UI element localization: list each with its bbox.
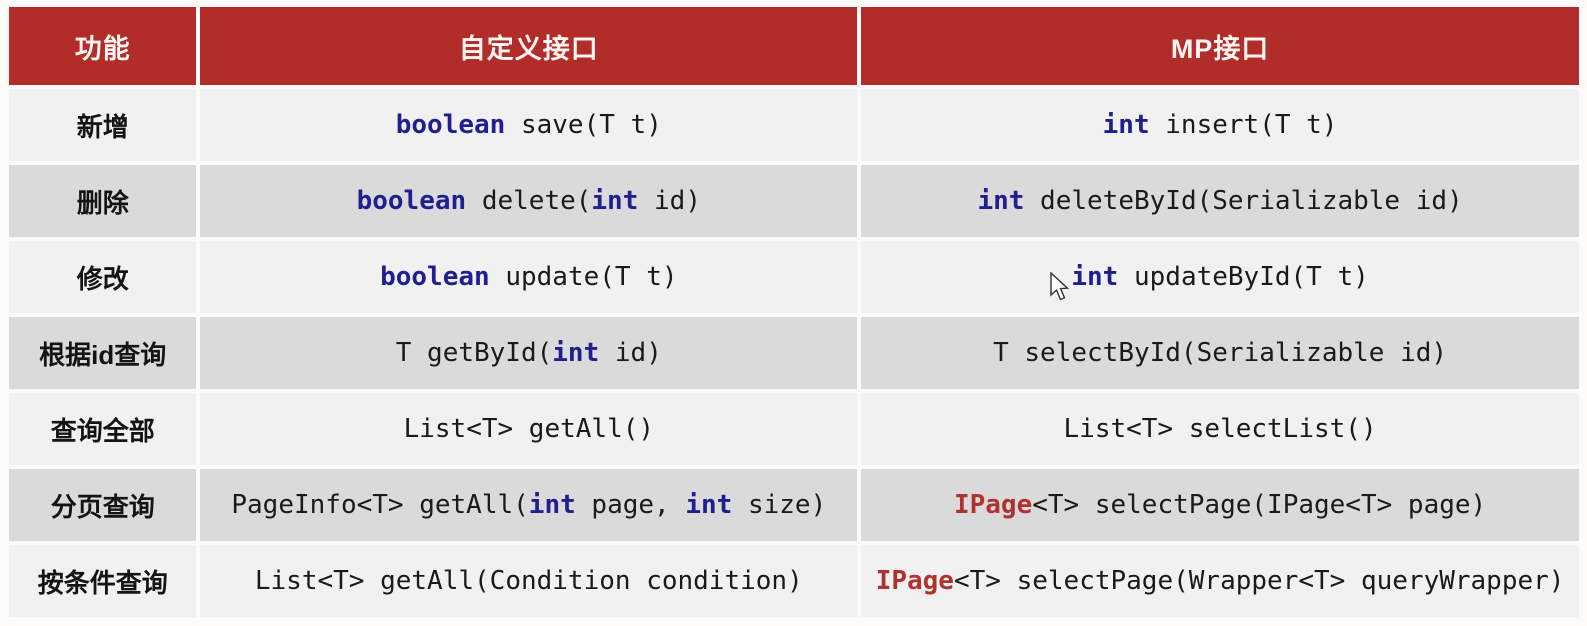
mp-api-cell: int deleteById(Serializable id) (861, 165, 1579, 237)
custom-api-cell: boolean delete(int id) (200, 165, 858, 237)
code-segment: int (552, 338, 600, 368)
custom-api-cell: List<T> getAll() (200, 393, 858, 465)
code-segment: IPage (953, 490, 1033, 520)
mp-api-cell: int insert(T t) (861, 89, 1579, 161)
code-segment: id) (638, 186, 701, 216)
table-row: 按条件查询 List<T> getAll(Condition condition)… (9, 545, 1579, 617)
mp-api-cell: IPage<T> selectPage(Wrapper<T> queryWrap… (861, 545, 1579, 617)
code-segment: List<T> selectList() (1063, 414, 1377, 444)
code-segment: delete( (466, 186, 592, 216)
custom-api-cell: T getById(int id) (200, 317, 858, 389)
code-segment: int (685, 490, 733, 520)
code-segment: id) (599, 338, 662, 368)
code-segment: deleteById(Serializable id) (1024, 186, 1463, 216)
feature-cell: 查询全部 (9, 393, 197, 465)
feature-cell: 根据id查询 (9, 317, 197, 389)
code-segment: boolean (395, 110, 506, 140)
code-segment: int (591, 186, 639, 216)
code-segment: T selectById(Serializable id) (993, 338, 1448, 368)
col-header-mp-api: MP接口 (861, 7, 1579, 85)
code-segment: IPage (875, 566, 954, 596)
header-row: 功能 自定义接口 MP接口 (9, 7, 1579, 85)
feature-cell: 按条件查询 (9, 545, 197, 617)
code-segment: int (528, 490, 576, 520)
feature-cell: 删除 (9, 165, 197, 237)
code-segment: <T> selectPage(IPage<T> page) (1032, 490, 1487, 520)
code-segment: size) (732, 490, 827, 520)
feature-cell: 分页查询 (9, 469, 197, 541)
code-segment: int (1071, 262, 1119, 292)
col-header-feature: 功能 (9, 7, 197, 85)
mp-api-cell: List<T> selectList() (861, 393, 1579, 465)
code-segment: updateById(T t) (1118, 262, 1369, 292)
table-row: 查询全部 List<T> getAll() List<T> selectList() (9, 393, 1579, 465)
custom-api-cell: List<T> getAll(Condition condition) (200, 545, 858, 617)
custom-api-cell: boolean save(T t) (200, 89, 858, 161)
custom-api-cell: boolean update(T t) (200, 241, 858, 313)
code-segment: <T> selectPage(Wrapper<T> queryWrapper) (953, 566, 1565, 596)
col-header-custom-api: 自定义接口 (200, 7, 858, 85)
code-segment: List<T> getAll() (403, 414, 655, 444)
code-segment: PageInfo<T> getAll( (231, 490, 529, 520)
mp-api-cell: int updateById(T t) (861, 241, 1579, 313)
code-segment: page, (575, 490, 686, 520)
code-segment: int (1102, 110, 1150, 140)
code-segment: List<T> getAll(Condition condition) (254, 566, 803, 596)
code-segment: insert(T t) (1149, 110, 1338, 140)
code-segment: update(T t) (489, 262, 678, 292)
feature-cell: 新增 (9, 89, 197, 161)
feature-cell: 修改 (9, 241, 197, 313)
code-segment: boolean (380, 262, 490, 292)
custom-api-cell: PageInfo<T> getAll(int page, int size) (200, 469, 858, 541)
code-segment: boolean (356, 186, 467, 216)
code-segment: int (977, 186, 1025, 216)
mp-api-cell: T selectById(Serializable id) (861, 317, 1579, 389)
code-segment: save(T t) (505, 110, 662, 140)
mp-api-cell: IPage<T> selectPage(IPage<T> page) (861, 469, 1579, 541)
code-segment: T getById( (395, 338, 553, 368)
